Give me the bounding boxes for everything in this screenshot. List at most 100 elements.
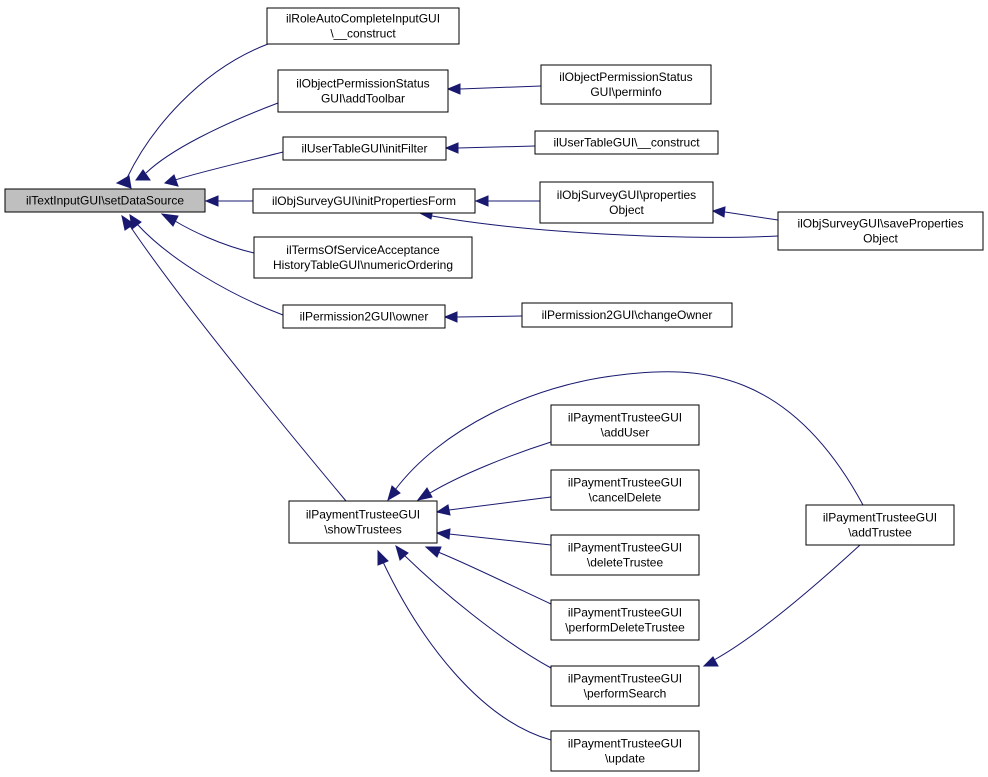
node-label-line: GUI\perminfo (590, 85, 662, 99)
edge-pay_addtrustee-to-pay_show (387, 371, 864, 506)
edge-usertable_filter-to-root (163, 151, 284, 187)
edge-arrowhead (444, 142, 459, 154)
node-pay_search[interactable]: ilPaymentTrusteeGUI\performSearch (550, 665, 700, 707)
edge-roleauto-to-root (115, 43, 269, 189)
edge-line (145, 102, 279, 174)
node-label-line: \addUser (601, 426, 650, 440)
node-label-line: ilRoleAutoCompleteInputGUI (286, 12, 440, 26)
edge-line (456, 315, 523, 318)
node-box (777, 211, 984, 251)
edge-objperm_info-to-objperm_toolbar (446, 83, 542, 95)
node-label-line: Object (609, 203, 644, 217)
edge-arrowhead (115, 175, 132, 189)
edge-arrowhead (387, 485, 401, 502)
node-box (539, 181, 714, 224)
edge-arrowhead (395, 544, 409, 561)
node-label-line: Object (863, 232, 898, 246)
node-pay_cancel[interactable]: ilPaymentTrusteeGUI\cancelDelete (550, 469, 700, 511)
edge-survey_init-to-root (204, 195, 253, 207)
edge-pay_adduser-to-pay_show (416, 441, 552, 501)
node-label-line: ilTextInputGUI\setDataSource (26, 194, 184, 208)
node-pay_perfdel[interactable]: ilPaymentTrusteeGUI\performDeleteTrustee (550, 599, 700, 641)
node-label-line: ilObjectPermissionStatus (296, 77, 429, 91)
edge-line (394, 371, 864, 506)
edge-line (403, 554, 552, 669)
node-label-line: ilObjSurveyGUI\saveProperties (797, 217, 963, 231)
edge-line (431, 215, 779, 238)
node-roleauto[interactable]: ilRoleAutoCompleteInputGUI\__construct (266, 7, 460, 45)
node-label-line: \deleteTrustee (587, 556, 664, 570)
edge-arrowhead (416, 487, 433, 501)
node-label-line: ilPaymentTrusteeGUI (306, 508, 420, 522)
node-box (288, 500, 438, 544)
node-label-line: ilPaymentTrusteeGUI (823, 511, 937, 525)
node-usertable_filter[interactable]: ilUserTableGUI\initFilter (282, 136, 447, 161)
node-pay_show[interactable]: ilPaymentTrusteeGUI\showTrustees (288, 500, 438, 544)
edge-pay_cancel-to-pay_show (435, 496, 552, 516)
edge-pay_update-to-pay_show (377, 549, 552, 741)
node-usertable_construct[interactable]: ilUserTableGUI\__construct (534, 130, 719, 155)
node-label-line: ilObjectPermissionStatus (559, 70, 692, 84)
node-pay_update[interactable]: ilPaymentTrusteeGUI\update (550, 730, 700, 772)
edge-objperm_toolbar-to-root (135, 102, 279, 181)
node-survey_init[interactable]: ilObjSurveyGUI\initPropertiesForm (252, 188, 476, 214)
node-label-line: \cancelDelete (589, 491, 662, 505)
node-box (540, 64, 712, 105)
edge-arrowhead (435, 528, 451, 540)
node-pay_addtrustee[interactable]: ilPaymentTrusteeGUI\addTrustee (805, 504, 955, 546)
edge-pay_perfdel-to-pay_show (424, 546, 552, 605)
edge-perm2_change-to-perm2_owner (443, 311, 523, 323)
node-label-line: ilUserTableGUI\__construct (553, 136, 700, 150)
node-root[interactable]: ilTextInputGUI\setDataSource (4, 188, 206, 213)
node-box (252, 188, 476, 214)
edge-arrowhead (163, 174, 179, 187)
edge-arrowhead (424, 546, 442, 558)
edge-line (174, 151, 284, 181)
node-label-line: ilObjSurveyGUI\initPropertiesForm (272, 194, 456, 208)
edge-pay_show-to-root (121, 214, 347, 502)
edge-line (713, 544, 861, 661)
node-label-line: ilPermission2GUI\owner (300, 310, 429, 324)
node-label-line: ilPaymentTrusteeGUI (568, 411, 682, 425)
edge-arrowhead (711, 206, 726, 218)
edge-arrowhead (204, 195, 219, 207)
edge-arrowhead (702, 656, 719, 667)
edge-pay_delete-to-pay_show (435, 528, 552, 546)
edge-arrowhead (435, 504, 451, 516)
edge-line (174, 220, 255, 254)
edge-arrowhead (474, 195, 489, 207)
node-label-line: ilPaymentTrusteeGUI (568, 606, 682, 620)
node-pay_delete[interactable]: ilPaymentTrusteeGUI\deleteTrustee (550, 534, 700, 576)
node-label-line: ilPaymentTrusteeGUI (568, 541, 682, 555)
node-label-line: ilPermission2GUI\changeOwner (542, 308, 713, 322)
edge-pay_addtrustee-to-pay_search (702, 544, 861, 667)
edge-arrowhead (160, 213, 179, 227)
node-terms[interactable]: ilTermsOfServiceAcceptanceHistoryTableGU… (253, 236, 473, 279)
node-label-line: ilPaymentTrusteeGUI (568, 737, 682, 751)
node-box (805, 504, 955, 546)
node-perm2_change[interactable]: ilPermission2GUI\changeOwner (521, 302, 733, 328)
edge-survey_props-to-survey_init (474, 195, 540, 207)
edge-arrowhead (121, 214, 135, 231)
edge-terms-to-root (160, 213, 255, 254)
node-pay_adduser[interactable]: ilPaymentTrusteeGUI\addUser (550, 404, 700, 446)
edge-line (126, 43, 269, 179)
node-box (550, 404, 700, 446)
node-box (550, 599, 700, 641)
node-box (534, 130, 719, 155)
node-perm2_owner[interactable]: ilPermission2GUI\owner (282, 304, 446, 329)
node-label-line: ilPaymentTrusteeGUI (568, 672, 682, 686)
edge-line (724, 211, 779, 221)
node-box (550, 665, 700, 707)
edge-line (459, 85, 542, 90)
edge-line (136, 223, 284, 316)
node-box (550, 469, 700, 511)
node-label-line: \showTrustees (324, 523, 402, 537)
node-box (282, 304, 446, 329)
edge-line (448, 533, 552, 546)
